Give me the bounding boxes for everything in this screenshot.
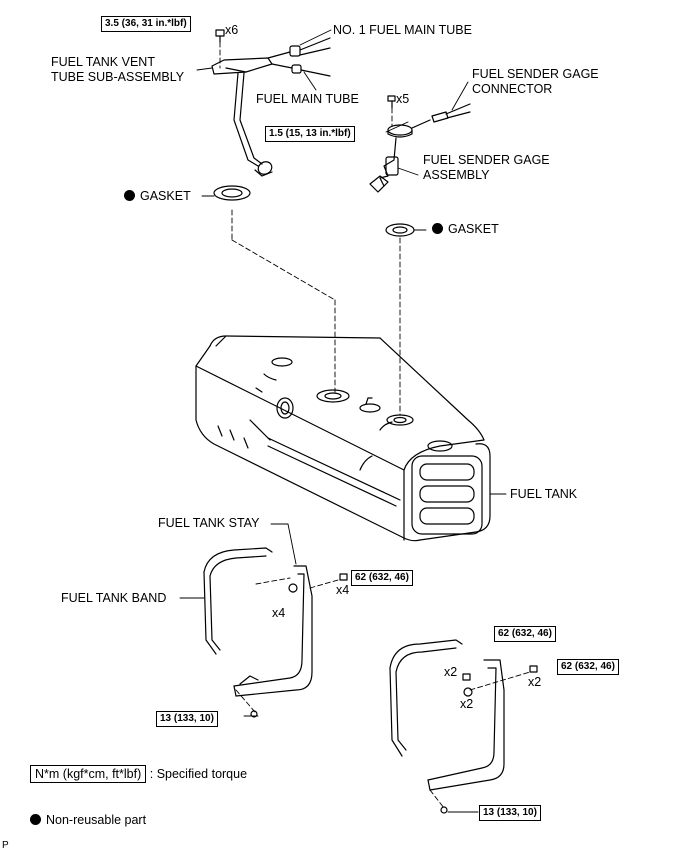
label-gasket-right: GASKET: [432, 222, 499, 237]
torque-vent-bolt: 3.5 (36, 31 in.*lbf): [101, 16, 191, 32]
torque-right-upper-b: 62 (632, 46): [557, 659, 619, 675]
right-stay-hardware: [440, 665, 538, 814]
legend-nonreusable: Non-reusable part: [30, 812, 146, 828]
qty-right-bolt-a: x2: [460, 697, 474, 711]
leader-lines: [179, 29, 507, 813]
label-fuel-main-tube: FUEL MAIN TUBE: [256, 92, 359, 106]
gasket-left-icon: [213, 185, 251, 201]
left-stay-hardware: [250, 573, 348, 718]
qty-right-nut-a: x2: [444, 665, 458, 679]
nonreusable-dot-icon: [432, 223, 443, 234]
left-stay-and-band: [203, 547, 313, 697]
qty-stay-nut: x4: [272, 606, 286, 620]
torque-right-upper-a: 62 (632, 46): [494, 626, 556, 642]
torque-band-lower-left: 13 (133, 10): [156, 711, 218, 727]
dashed-guide-lines: [219, 41, 531, 809]
sender-screw-icon: [387, 95, 396, 109]
qty-vent-bolt: x6: [225, 23, 239, 37]
qty-right-bolt-b: x2: [528, 675, 542, 689]
label-no1-fuel-main-tube: NO. 1 FUEL MAIN TUBE: [333, 23, 472, 37]
label-sender-assembly: FUEL SENDER GAGE ASSEMBLY: [423, 153, 550, 182]
vent-bolt-icon: [215, 29, 225, 43]
legend-torque-text: : Specified torque: [149, 767, 248, 781]
label-tank-stay: FUEL TANK STAY: [158, 516, 260, 530]
label-gasket-left: GASKET: [124, 189, 191, 204]
label-tank-band: FUEL TANK BAND: [61, 591, 167, 605]
qty-sender-screw: x5: [396, 92, 410, 106]
gasket-right-icon: [385, 223, 415, 237]
footer-code: P: [2, 840, 9, 851]
tube-connector-icon: [289, 45, 301, 57]
sender-gage-assembly: [369, 103, 471, 193]
torque-band-lower-right: 13 (133, 10): [479, 805, 541, 821]
label-vent-tube: FUEL TANK VENT TUBE SUB-ASSEMBLY: [51, 55, 185, 84]
nonreusable-dot-icon: [124, 190, 135, 201]
vent-tube-assembly: [211, 37, 331, 177]
nonreusable-dot-icon: [30, 814, 41, 825]
legend-nonreusable-text: Non-reusable part: [46, 813, 147, 827]
torque-stay-upper: 62 (632, 46): [351, 570, 413, 586]
label-fuel-tank: FUEL TANK: [510, 487, 578, 501]
torque-sender-screw: 1.5 (15, 13 in.*lbf): [265, 126, 355, 142]
label-sender-connector: FUEL SENDER GAGE CONNECTOR: [472, 67, 599, 96]
qty-stay-bolt: x4: [336, 583, 350, 597]
right-stay-and-band: [389, 639, 505, 791]
legend-torque: N*m (kgf*cm, ft*lbf) : Specified torque: [30, 765, 248, 783]
legend-torque-box: N*m (kgf*cm, ft*lbf): [30, 765, 147, 783]
fuel-tank-body: [195, 335, 491, 542]
